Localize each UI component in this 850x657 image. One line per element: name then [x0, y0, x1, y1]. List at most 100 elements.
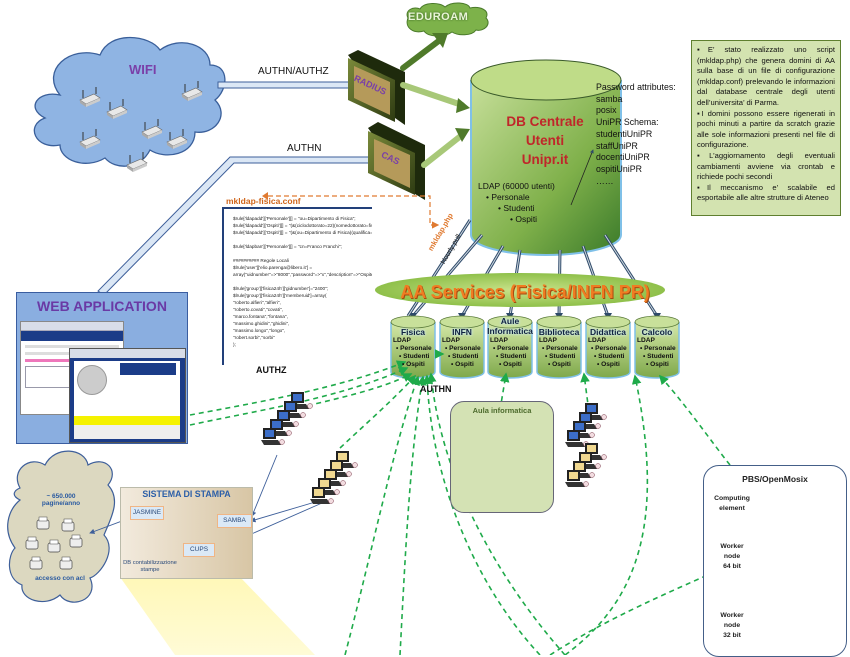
config-line: "massimo.longo","longo", — [233, 328, 286, 333]
domain-item: • Studenti — [594, 353, 625, 360]
print-db-label-line: DB contabilizzazione — [123, 560, 177, 566]
dashed-link — [399, 375, 427, 655]
pbs-group-label: Worker node 32 bit — [707, 611, 757, 641]
printers — [25, 516, 83, 570]
config-line — [233, 236, 372, 243]
pbs-group-label: Computing element — [707, 494, 757, 514]
domain-name: Calcolo — [631, 327, 683, 337]
edge-label-authz: AUTHZ — [256, 365, 287, 375]
pbs-label-line: node — [723, 622, 741, 629]
config-line: ); — [233, 342, 236, 347]
central-db-item: • Ospiti — [510, 214, 538, 224]
print-system-title: SISTEMA DI STAMPA — [142, 489, 231, 499]
domain-item: • Ospiti — [646, 361, 669, 368]
edge-label-authn: AUTHN — [420, 384, 452, 394]
domain-item: • Personale — [591, 345, 627, 352]
dashed-link — [339, 374, 417, 449]
config-line: "massimo.ghidini","ghidini", — [233, 321, 290, 326]
print-volume-unit: pagine/anno — [41, 500, 81, 507]
config-line: $lrule['group']['fisica24h']['gidnumber'… — [233, 286, 329, 291]
password-attribute: …… — [596, 175, 614, 186]
dashed-link — [658, 374, 731, 466]
aa-services-ellipse — [375, 273, 665, 307]
info-paragraph: ▪E’ stato realizzato uno script (mkldap.… — [697, 45, 835, 107]
printer-icon — [61, 518, 75, 532]
password-attribute: posix — [596, 105, 617, 116]
config-file-content: $rule['ldapadd']['Personale'][] = "ou=Di… — [222, 207, 372, 365]
aula-informatica-panel: Aula informatica — [450, 401, 554, 513]
print-db-label-line: stampe — [140, 567, 160, 573]
domain-cylinder — [487, 315, 533, 379]
pbs-label-line: Worker — [720, 612, 744, 619]
domain-item: • Studenti — [399, 353, 430, 360]
password-attribute: Password attributes: — [596, 82, 676, 92]
central-db-title-line: Utenti — [525, 133, 565, 148]
config-line: $rule['ldapadd']['Personale'][] = "ou=Di… — [233, 216, 356, 221]
domain-name-line: Calcolo — [641, 327, 673, 337]
workstation-clusters — [261, 392, 607, 504]
printer-icon — [69, 534, 83, 548]
domain-item: • Studenti — [545, 353, 576, 360]
dashed-link — [289, 373, 413, 411]
dashed-link — [580, 372, 591, 421]
pbs-title: PBS/OpenMosix — [742, 474, 808, 484]
domain-name-line: Fisica — [400, 327, 426, 337]
central-db-subtitle: LDAP (60000 utenti) — [478, 181, 555, 191]
access-point-icon — [79, 87, 101, 107]
access-point-icon — [141, 119, 163, 139]
password-attribute: studentiUniPR — [596, 128, 653, 139]
config-line: "roberto.covati","covati", — [233, 307, 283, 312]
print-system-panel: SISTEMA DI STAMPA JASMINE SAMBA CUPS DB … — [120, 487, 253, 579]
samba-node: SAMBA — [217, 514, 252, 528]
access-point-icon — [79, 129, 101, 149]
domain-details: LDAP• Personale• Studenti• Ospiti — [490, 337, 529, 369]
aula-informatica-title: Aula informatica — [472, 406, 532, 415]
domain-item: • Ospiti — [499, 361, 522, 368]
domain-cylinder — [536, 315, 582, 379]
pbs-group-label: Worker node 64 bit — [707, 542, 757, 572]
domain-name: Didattica — [582, 327, 634, 337]
password-attribute: samba — [596, 93, 623, 104]
domain-details: LDAP• Personale• Studenti• Ospiti — [539, 337, 578, 369]
access-points — [79, 81, 203, 172]
pbs-label-line: 64 bit — [723, 563, 741, 570]
domain-item: • Ospiti — [597, 361, 620, 368]
eduroam-cloud — [406, 2, 489, 37]
print-volume-number: ~ 650.000 — [46, 493, 76, 500]
password-attribute: staffUniPR — [596, 140, 638, 151]
config-line: array("uidnumber"=>"8000","password"=>"x… — [233, 272, 372, 277]
config-line: $rule['ldapadd']['Ospiti'][] = "(&(ou=Di… — [233, 230, 372, 235]
domain-type: LDAP — [637, 337, 655, 344]
config-line: "robert.sorbi","sorbi" — [233, 335, 275, 340]
password-attribute: docentiUniPR — [596, 152, 650, 163]
central-db-details: LDAP (60000 utenti) • Personale • Studen… — [478, 181, 555, 225]
pbs-label-line: element — [719, 505, 745, 512]
dashed-link — [549, 559, 742, 655]
info-paragraph: ▪I domini possono essere rigenerati in p… — [697, 108, 835, 150]
domain-item: • Studenti — [448, 353, 479, 360]
domain-name-line: Informatica — [487, 326, 533, 336]
domain-item: • Personale — [493, 345, 529, 352]
print-db-label: DB contabilizzazione stampe — [119, 560, 181, 574]
domain-details: LDAP• Personale• Studenti• Ospiti — [393, 337, 432, 369]
domain-item: • Personale — [396, 345, 432, 352]
radius-server — [348, 50, 405, 125]
domain-name-line: Didattica — [590, 327, 626, 337]
config-pointer — [268, 195, 440, 229]
domain-name: Biblioteca — [533, 327, 585, 337]
dashed-link — [426, 372, 566, 655]
domain-item: • Ospiti — [548, 361, 571, 368]
domain-name: Fisica — [387, 327, 439, 337]
config-line: "roberto.alfieri","alfieri", — [233, 300, 281, 305]
domain-name: INFN — [436, 327, 488, 337]
dashed-link — [344, 375, 420, 655]
access-point-icon — [166, 129, 188, 149]
web-application-title: WEB APPLICATION — [37, 298, 167, 314]
db-link-highlight — [604, 234, 658, 317]
printer-icon — [47, 539, 61, 553]
dashed-link — [564, 374, 649, 655]
printer-icon — [29, 556, 43, 570]
domain-item: • Studenti — [496, 353, 527, 360]
arrows-to-central-db — [400, 33, 470, 168]
